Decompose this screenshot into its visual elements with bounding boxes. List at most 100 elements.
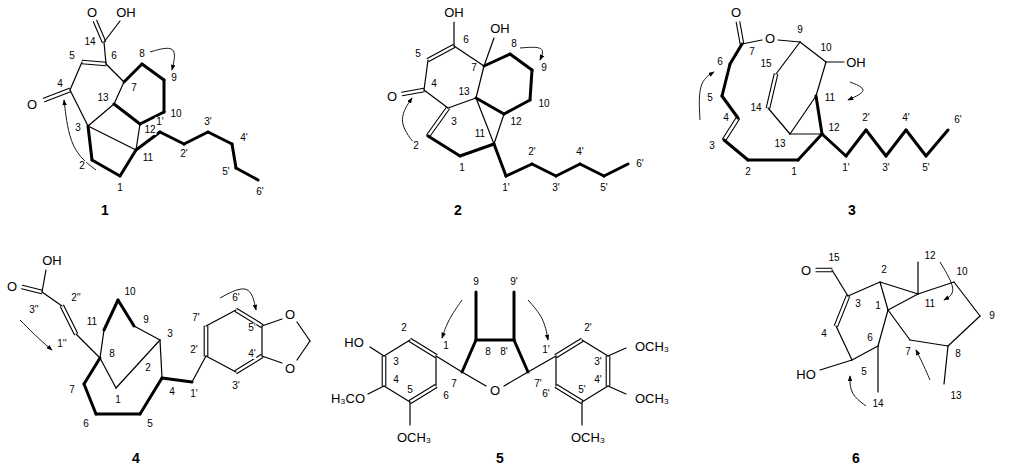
locant-number: 1 bbox=[458, 163, 466, 173]
locant-number: 3' bbox=[231, 381, 240, 391]
atom-label: O bbox=[386, 90, 398, 103]
bond-line bbox=[261, 326, 262, 356]
compound-number: 5 bbox=[495, 451, 505, 465]
bond-line bbox=[948, 316, 980, 346]
bond-line bbox=[778, 40, 800, 42]
locant-number: 5 bbox=[860, 367, 868, 377]
locant-number: 8 bbox=[108, 349, 116, 359]
atom-label: OH bbox=[845, 56, 867, 69]
bond-line bbox=[236, 168, 258, 180]
locant-number: 4' bbox=[247, 349, 256, 359]
locant-number: 13 bbox=[96, 93, 109, 103]
bond-line bbox=[262, 356, 282, 363]
locant-number: 1' bbox=[155, 117, 164, 127]
bond-line bbox=[476, 339, 514, 342]
atom-label: O bbox=[764, 32, 776, 45]
locant-number: 10 bbox=[955, 267, 968, 277]
correlation-arrow bbox=[150, 48, 174, 70]
bond-line bbox=[506, 164, 532, 176]
locant-number: 6 bbox=[442, 391, 450, 401]
correlation-arrow bbox=[850, 376, 866, 406]
bond-line bbox=[160, 340, 162, 378]
locant-number: 9 bbox=[142, 315, 150, 325]
locant-number: 8' bbox=[499, 347, 508, 357]
bond-line bbox=[70, 90, 88, 126]
locant-number: 5 bbox=[146, 419, 154, 429]
atom-label: O bbox=[284, 308, 296, 321]
locant-number: 6 bbox=[716, 57, 724, 67]
locant-number: 15 bbox=[759, 59, 772, 69]
locant-number: 14 bbox=[83, 37, 96, 47]
bond-line bbox=[45, 92, 71, 102]
bond-line bbox=[162, 378, 192, 382]
locant-number: 3' bbox=[551, 183, 560, 193]
bond-line bbox=[435, 356, 436, 386]
locant-number: 5' bbox=[221, 167, 230, 177]
compound-number: 6 bbox=[851, 451, 861, 465]
bond-line bbox=[906, 130, 926, 156]
locant-number: 7 bbox=[470, 63, 478, 73]
bond-line bbox=[427, 44, 453, 58]
bond-line bbox=[116, 364, 138, 388]
bond-line bbox=[370, 347, 384, 356]
locant-number: 6' bbox=[541, 389, 550, 399]
locant-number: 7 bbox=[130, 83, 138, 93]
bond-line bbox=[114, 82, 124, 104]
bond-line bbox=[462, 340, 476, 372]
locant-number: 4' bbox=[593, 375, 602, 385]
locant-number: 2' bbox=[583, 323, 592, 333]
bond-line bbox=[822, 134, 846, 156]
bond-line bbox=[832, 270, 848, 296]
locant-number: 12 bbox=[923, 251, 936, 261]
bond-line bbox=[385, 356, 386, 386]
locant-number: 1 bbox=[116, 183, 124, 193]
locant-number: 13 bbox=[457, 87, 470, 97]
locant-number: 11 bbox=[824, 93, 836, 103]
bond-line bbox=[484, 54, 510, 66]
bond-line bbox=[104, 21, 120, 42]
locant-number: 8 bbox=[138, 49, 146, 59]
bond-line bbox=[606, 356, 607, 386]
bond-line bbox=[877, 346, 878, 392]
locant-number: 3 bbox=[450, 117, 458, 127]
correlation-arrow bbox=[402, 98, 420, 150]
bond-line bbox=[836, 326, 852, 360]
bond-line bbox=[454, 46, 484, 66]
locant-number: 1'' bbox=[56, 339, 67, 349]
bond-line bbox=[730, 44, 742, 64]
bond-line bbox=[581, 402, 582, 425]
bond-line bbox=[297, 322, 310, 341]
atom-label: O bbox=[26, 98, 38, 111]
bond-line bbox=[402, 88, 424, 92]
bond-line bbox=[580, 164, 604, 176]
compound-number: 1 bbox=[100, 203, 110, 217]
bond-line bbox=[776, 42, 800, 74]
locant-number: 4 bbox=[392, 375, 400, 385]
bond-line bbox=[740, 22, 744, 44]
bond-line bbox=[816, 62, 826, 96]
locant-number: 4 bbox=[56, 79, 64, 89]
bond-line bbox=[820, 360, 852, 370]
bond-line bbox=[368, 386, 384, 394]
bond-line bbox=[790, 96, 816, 134]
locant-number: 3'' bbox=[28, 305, 39, 315]
atom-label: OH bbox=[443, 6, 465, 19]
locant-number: 9 bbox=[540, 63, 548, 73]
locant-number: 4' bbox=[239, 133, 248, 143]
locant-number: 10 bbox=[537, 99, 550, 109]
bond-line bbox=[475, 292, 478, 340]
bond-line bbox=[118, 300, 134, 326]
bond-line bbox=[104, 42, 106, 64]
bond-line bbox=[124, 64, 142, 82]
correlation-arrow bbox=[520, 47, 543, 60]
bond-line bbox=[262, 319, 282, 326]
bond-line bbox=[494, 144, 506, 176]
bond-line bbox=[22, 289, 42, 294]
bond-line bbox=[114, 104, 140, 124]
correlation-arrow bbox=[528, 300, 548, 340]
locant-number: 9' bbox=[509, 277, 518, 287]
bond-line bbox=[140, 378, 162, 414]
locant-number: 11 bbox=[142, 153, 154, 163]
bond-line bbox=[92, 160, 120, 176]
